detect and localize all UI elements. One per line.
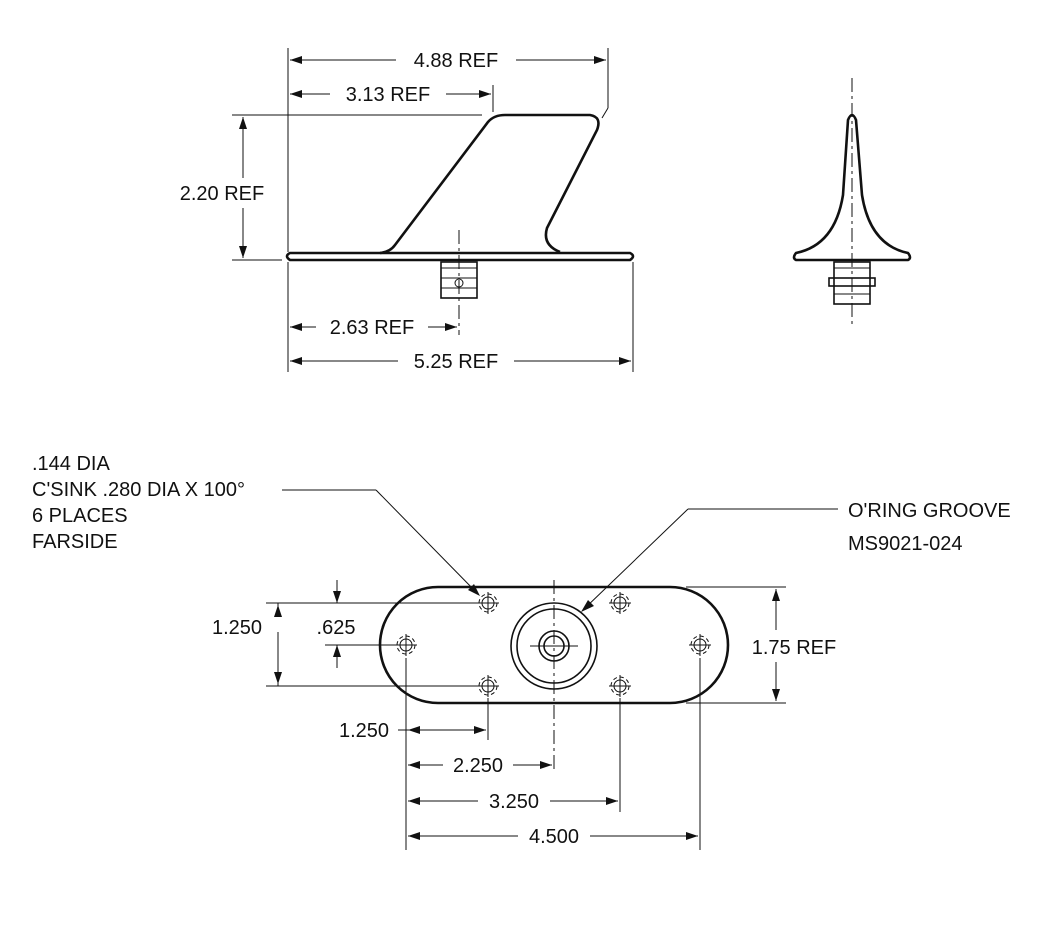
connector-side xyxy=(440,230,478,335)
mount-hole xyxy=(608,674,632,698)
dim-overall-top: 4.88 REF xyxy=(414,50,498,72)
base-outline xyxy=(378,585,730,705)
svg-text:O'RING GROOVE: O'RING GROOVE xyxy=(848,500,1011,522)
side-view: 4.88 REF 3.13 REF 2.20 REF 2.63 REF 5.25… xyxy=(180,48,635,373)
dim-base: 5.25 REF xyxy=(414,351,498,373)
dim-h2: 2.250 xyxy=(453,755,503,777)
oring-groove xyxy=(510,580,598,770)
mount-hole xyxy=(394,633,418,657)
mount-hole xyxy=(608,591,632,615)
dim-tip: 3.13 REF xyxy=(346,84,430,106)
dim-width: 1.75 REF xyxy=(752,637,836,659)
antenna-blade xyxy=(379,113,600,255)
bottom-view: .144 DIA C'SINK .280 DIA X 100° 6 PLACES… xyxy=(32,453,1011,850)
hole-note: .144 DIA C'SINK .280 DIA X 100° 6 PLACES… xyxy=(32,453,245,553)
svg-text:C'SINK .280 DIA X 100°: C'SINK .280 DIA X 100° xyxy=(32,479,245,501)
svg-text:6 PLACES: 6 PLACES xyxy=(32,505,128,527)
dim-vertical-outer: 1.250 xyxy=(212,617,262,639)
dim-connector: 2.63 REF xyxy=(330,317,414,339)
dim-vertical-inner: .625 xyxy=(317,617,356,639)
dim-height: 2.20 REF xyxy=(180,183,264,205)
mount-hole xyxy=(476,591,500,615)
mount-hole xyxy=(688,633,712,657)
dim-h1: 1.250 xyxy=(339,720,389,742)
svg-text:FARSIDE: FARSIDE xyxy=(32,531,118,553)
dim-h3: 3.250 xyxy=(489,791,539,813)
svg-text:.144 DIA: .144 DIA xyxy=(32,453,110,475)
connector-end xyxy=(828,261,876,305)
mount-hole xyxy=(476,674,500,698)
end-view xyxy=(792,78,912,325)
dim-h4: 4.500 xyxy=(529,826,579,848)
antenna-base-plate xyxy=(285,251,635,262)
groove-note: O'RING GROOVE MS9021-024 xyxy=(848,500,1011,555)
svg-text:MS9021-024: MS9021-024 xyxy=(848,533,963,555)
antenna-blade-end xyxy=(792,113,912,262)
